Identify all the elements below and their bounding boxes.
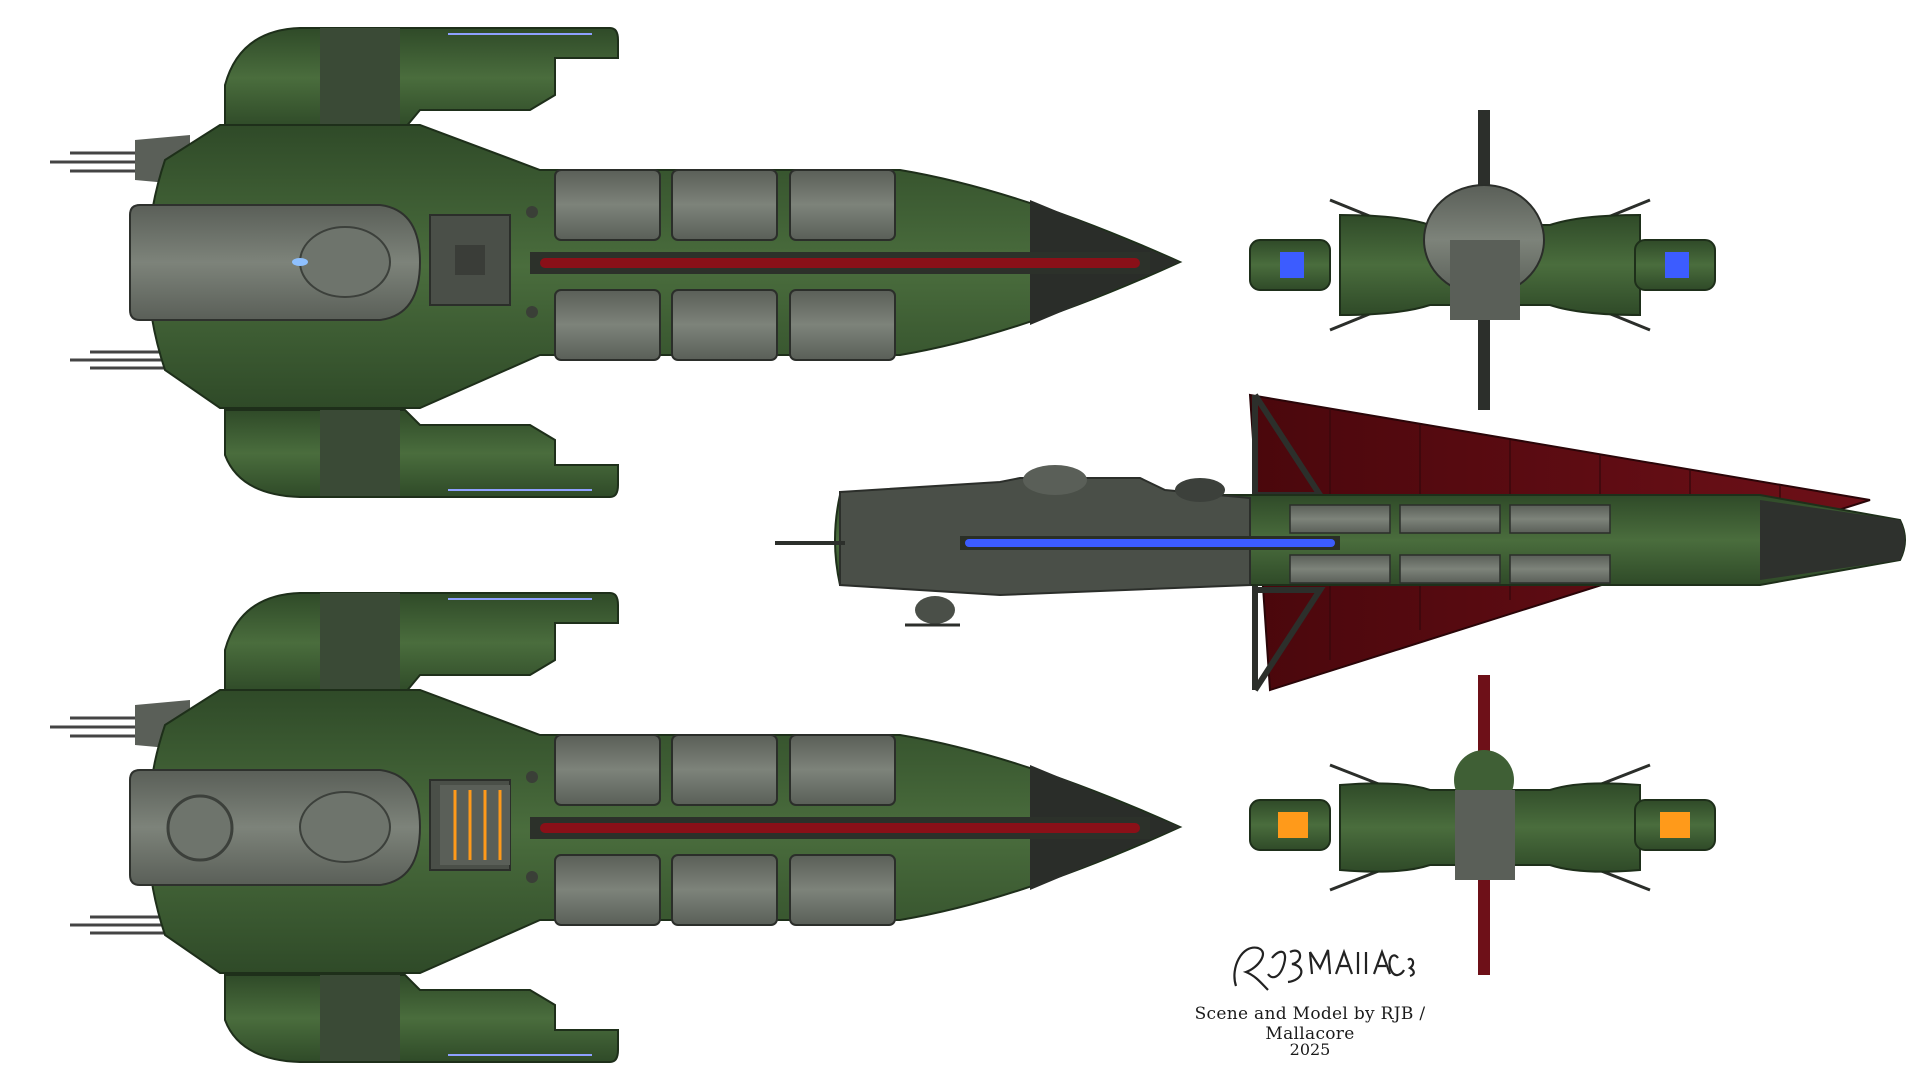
bottom-view-hatch <box>166 794 234 862</box>
bottom-view-orange-vents <box>453 790 502 860</box>
bottom-view <box>48 591 1182 1064</box>
credit-year: 2025 <box>1289 1040 1331 1059</box>
credit-line: Scene and Model by RJB / Mallacore <box>1194 1004 1426 1044</box>
front-view <box>1249 110 1716 410</box>
rear-view <box>1249 675 1716 975</box>
top-view <box>48 26 1182 499</box>
artist-signature <box>1233 946 1415 991</box>
top-view-light <box>292 258 308 266</box>
side-view <box>775 393 1906 692</box>
bottom-view-engine-vent <box>440 785 510 865</box>
